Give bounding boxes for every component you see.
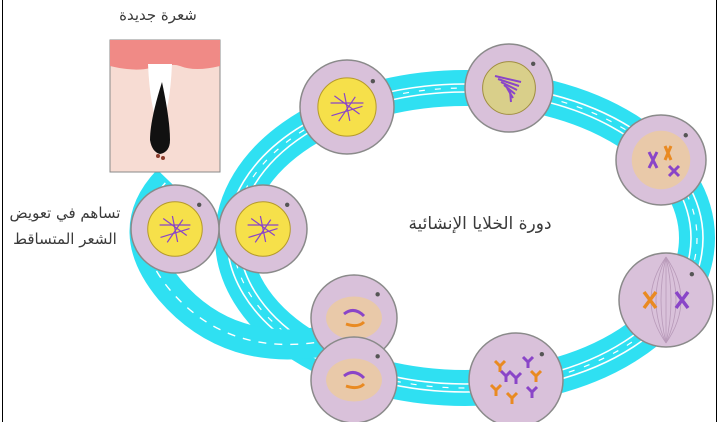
cell-prophase-early (465, 44, 553, 132)
replace-hair-line-1: تساهم في تعويض (2, 200, 128, 226)
cell-daughter-outer (131, 185, 219, 273)
cell-telophase-lower (311, 337, 397, 422)
cell-metaphase (619, 253, 713, 347)
new-hair-label: شعرة جديدة (98, 6, 218, 24)
cell-anaphase (469, 333, 563, 422)
frame-border-right (716, 0, 717, 422)
cycle-title: دورة الخلايا الإنشائية (360, 214, 600, 234)
cell-daughter-inner (219, 185, 307, 273)
cell-prophase (616, 115, 706, 205)
hair-follicle-icon (110, 40, 220, 172)
replace-hair-label: تساهم في تعويض الشعر المتساقط (2, 200, 128, 252)
cell-interphase-top (300, 60, 394, 154)
replace-hair-line-2: الشعر المتساقط (2, 226, 128, 252)
